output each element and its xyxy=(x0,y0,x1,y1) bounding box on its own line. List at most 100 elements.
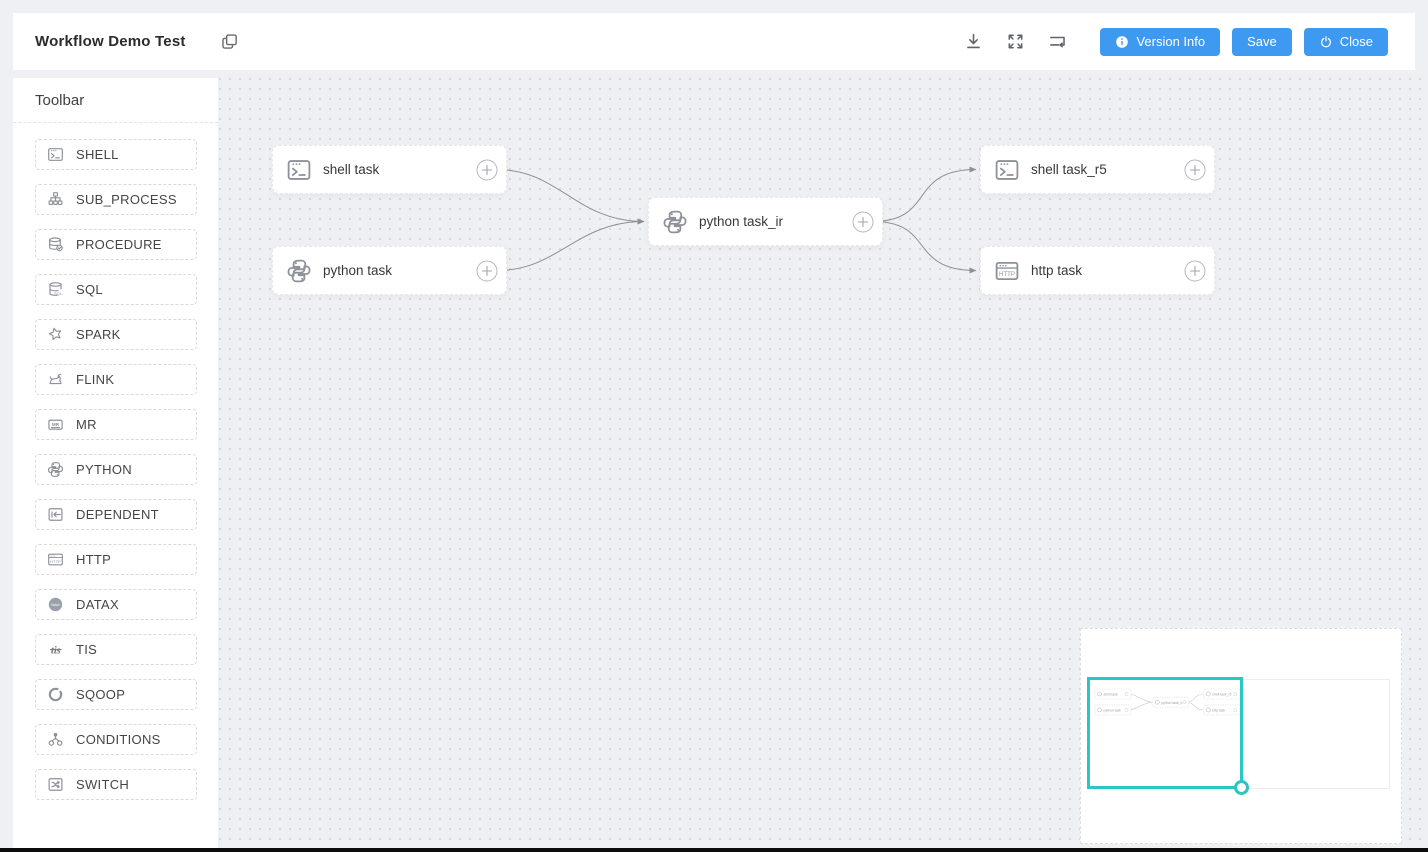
header-actions: Version Info Save Close xyxy=(964,27,1388,56)
python-icon xyxy=(286,258,312,284)
datax-icon: DataX xyxy=(47,596,64,613)
toolbar-item-mr[interactable]: MR MR xyxy=(35,409,197,440)
connect-plus-icon[interactable] xyxy=(1184,260,1206,282)
toolbar-item-label: DATAX xyxy=(76,597,119,612)
minimap-dag: shell task python task python task_ir shell… xyxy=(1094,688,1241,716)
toolbar-item-procedure[interactable]: PROCEDURE xyxy=(35,229,197,260)
save-button[interactable]: Save xyxy=(1232,27,1292,56)
toolbar-item-sub_process[interactable]: SUB_PROCESS xyxy=(35,184,197,215)
toolbar-item-tis[interactable]: tis TIS xyxy=(35,634,197,665)
svg-text:python task: python task xyxy=(1104,709,1122,713)
node-label: python task_ir xyxy=(699,214,784,229)
toolbar-item-datax[interactable]: DataX DATAX xyxy=(35,589,197,620)
python-icon xyxy=(47,461,64,478)
svg-text:shell task: shell task xyxy=(1104,693,1118,697)
info-icon xyxy=(1115,35,1129,49)
procedure-database-icon xyxy=(47,236,64,253)
download-icon xyxy=(964,33,983,55)
toolbar-item-label: PROCEDURE xyxy=(76,237,162,252)
svg-text:http task: http task xyxy=(1212,709,1225,713)
toolbar-item-label: MR xyxy=(76,417,97,432)
minimap-resize-handle[interactable] xyxy=(1234,780,1249,795)
sub-process-icon xyxy=(47,191,64,208)
toolbar-item-label: HTTP xyxy=(76,552,112,567)
dag-node-shell-task-r5[interactable]: shell task_r5 xyxy=(980,145,1215,194)
node-label: python task xyxy=(323,263,393,278)
format-dag-button[interactable] xyxy=(1048,32,1067,51)
fullscreen-button[interactable] xyxy=(1006,32,1025,51)
tis-icon: tis xyxy=(47,641,64,658)
power-icon xyxy=(1319,35,1333,49)
toolbar-item-spark[interactable]: SPARK xyxy=(35,319,197,350)
toolbar-item-shell[interactable]: SHELL xyxy=(35,139,197,170)
toolbar-item-list: SHELL SUB_PROCESS PROCEDURE SQL SQL SPARK FLIN… xyxy=(13,123,218,800)
toolbar-item-sqoop[interactable]: SQOOP xyxy=(35,679,197,710)
toolbar-item-label: SQOOP xyxy=(76,687,126,702)
toolbar-item-sql[interactable]: SQL SQL xyxy=(35,274,197,305)
dag-node-python-task[interactable]: python task xyxy=(272,246,507,295)
close-label: Close xyxy=(1339,34,1373,49)
minimap-viewport[interactable] xyxy=(1087,677,1249,795)
python-icon xyxy=(662,209,688,235)
node-label: shell task xyxy=(323,162,380,177)
connect-plus-icon[interactable] xyxy=(852,211,874,233)
svg-text:python task_ir: python task_ir xyxy=(1161,701,1183,705)
version-info-button[interactable]: Version Info xyxy=(1100,27,1221,56)
toolbar-item-label: FLINK xyxy=(76,372,115,387)
shell-terminal-icon xyxy=(286,157,312,183)
svg-text:DataX: DataX xyxy=(51,603,61,607)
toolbar-item-label: SHELL xyxy=(76,147,119,162)
node-label: http task xyxy=(1031,263,1083,278)
toolbar-item-label: SUB_PROCESS xyxy=(76,192,177,207)
mr-icon: MR xyxy=(47,416,64,433)
save-label: Save xyxy=(1247,34,1277,49)
edges-layer xyxy=(496,166,977,274)
sql-database-icon: SQL xyxy=(47,281,64,298)
conditions-icon xyxy=(47,731,64,748)
header-icon-buttons xyxy=(964,32,1090,51)
spark-star-icon xyxy=(47,326,64,343)
close-button[interactable]: Close xyxy=(1303,27,1388,56)
dag-node-shell-task[interactable]: shell task xyxy=(272,145,507,194)
toolbar-item-label: PYTHON xyxy=(76,462,132,477)
dag-node-http-task[interactable]: HTTP http task xyxy=(980,246,1215,295)
copy-button[interactable] xyxy=(220,32,239,51)
toolbar-item-http[interactable]: HTTP HTTP xyxy=(35,544,197,575)
switch-icon xyxy=(47,776,64,793)
svg-text:shell task_r5: shell task_r5 xyxy=(1212,693,1231,697)
flink-squirrel-icon xyxy=(47,371,64,388)
shell-terminal-icon xyxy=(994,157,1020,183)
toolbar-item-switch[interactable]: SWITCH xyxy=(35,769,197,800)
connect-plus-icon[interactable] xyxy=(1184,159,1206,181)
connect-plus-icon[interactable] xyxy=(476,159,498,181)
download-button[interactable] xyxy=(964,32,983,51)
copy-icon xyxy=(220,34,239,55)
toolbar-item-python[interactable]: PYTHON xyxy=(35,454,197,485)
toolbar-item-label: SPARK xyxy=(76,327,121,342)
http-browser-icon: HTTP xyxy=(994,258,1020,284)
header-bar: Workflow Demo Test Version Info Save Clo… xyxy=(13,13,1415,70)
sqoop-icon xyxy=(47,686,64,703)
svg-text:HTTP: HTTP xyxy=(50,559,61,564)
toolbar-item-label: SQL xyxy=(76,282,103,297)
minimap[interactable]: shell task python task python task_ir shell… xyxy=(1080,628,1402,844)
svg-text:SQL: SQL xyxy=(54,292,62,296)
version-info-label: Version Info xyxy=(1136,34,1206,49)
svg-text:MR: MR xyxy=(52,422,60,427)
dag-node-python-task-ir[interactable]: python task_ir xyxy=(648,197,883,246)
toolbar-item-dependent[interactable]: DEPENDENT xyxy=(35,499,197,530)
svg-text:tis: tis xyxy=(51,645,61,656)
http-browser-icon: HTTP xyxy=(47,551,64,568)
node-label: shell task_r5 xyxy=(1031,162,1107,177)
minimap-canvas: shell task python task python task_ir shell… xyxy=(1088,679,1390,789)
toolbar-title: Toolbar xyxy=(13,78,218,123)
format-dag-icon xyxy=(1048,36,1067,55)
toolbar-item-flink[interactable]: FLINK xyxy=(35,364,197,395)
connect-plus-icon[interactable] xyxy=(476,260,498,282)
toolbar-item-label: CONDITIONS xyxy=(76,732,161,747)
page-title: Workflow Demo Test xyxy=(35,33,186,50)
toolbar-item-conditions[interactable]: CONDITIONS xyxy=(35,724,197,755)
toolbar-item-label: TIS xyxy=(76,642,98,657)
